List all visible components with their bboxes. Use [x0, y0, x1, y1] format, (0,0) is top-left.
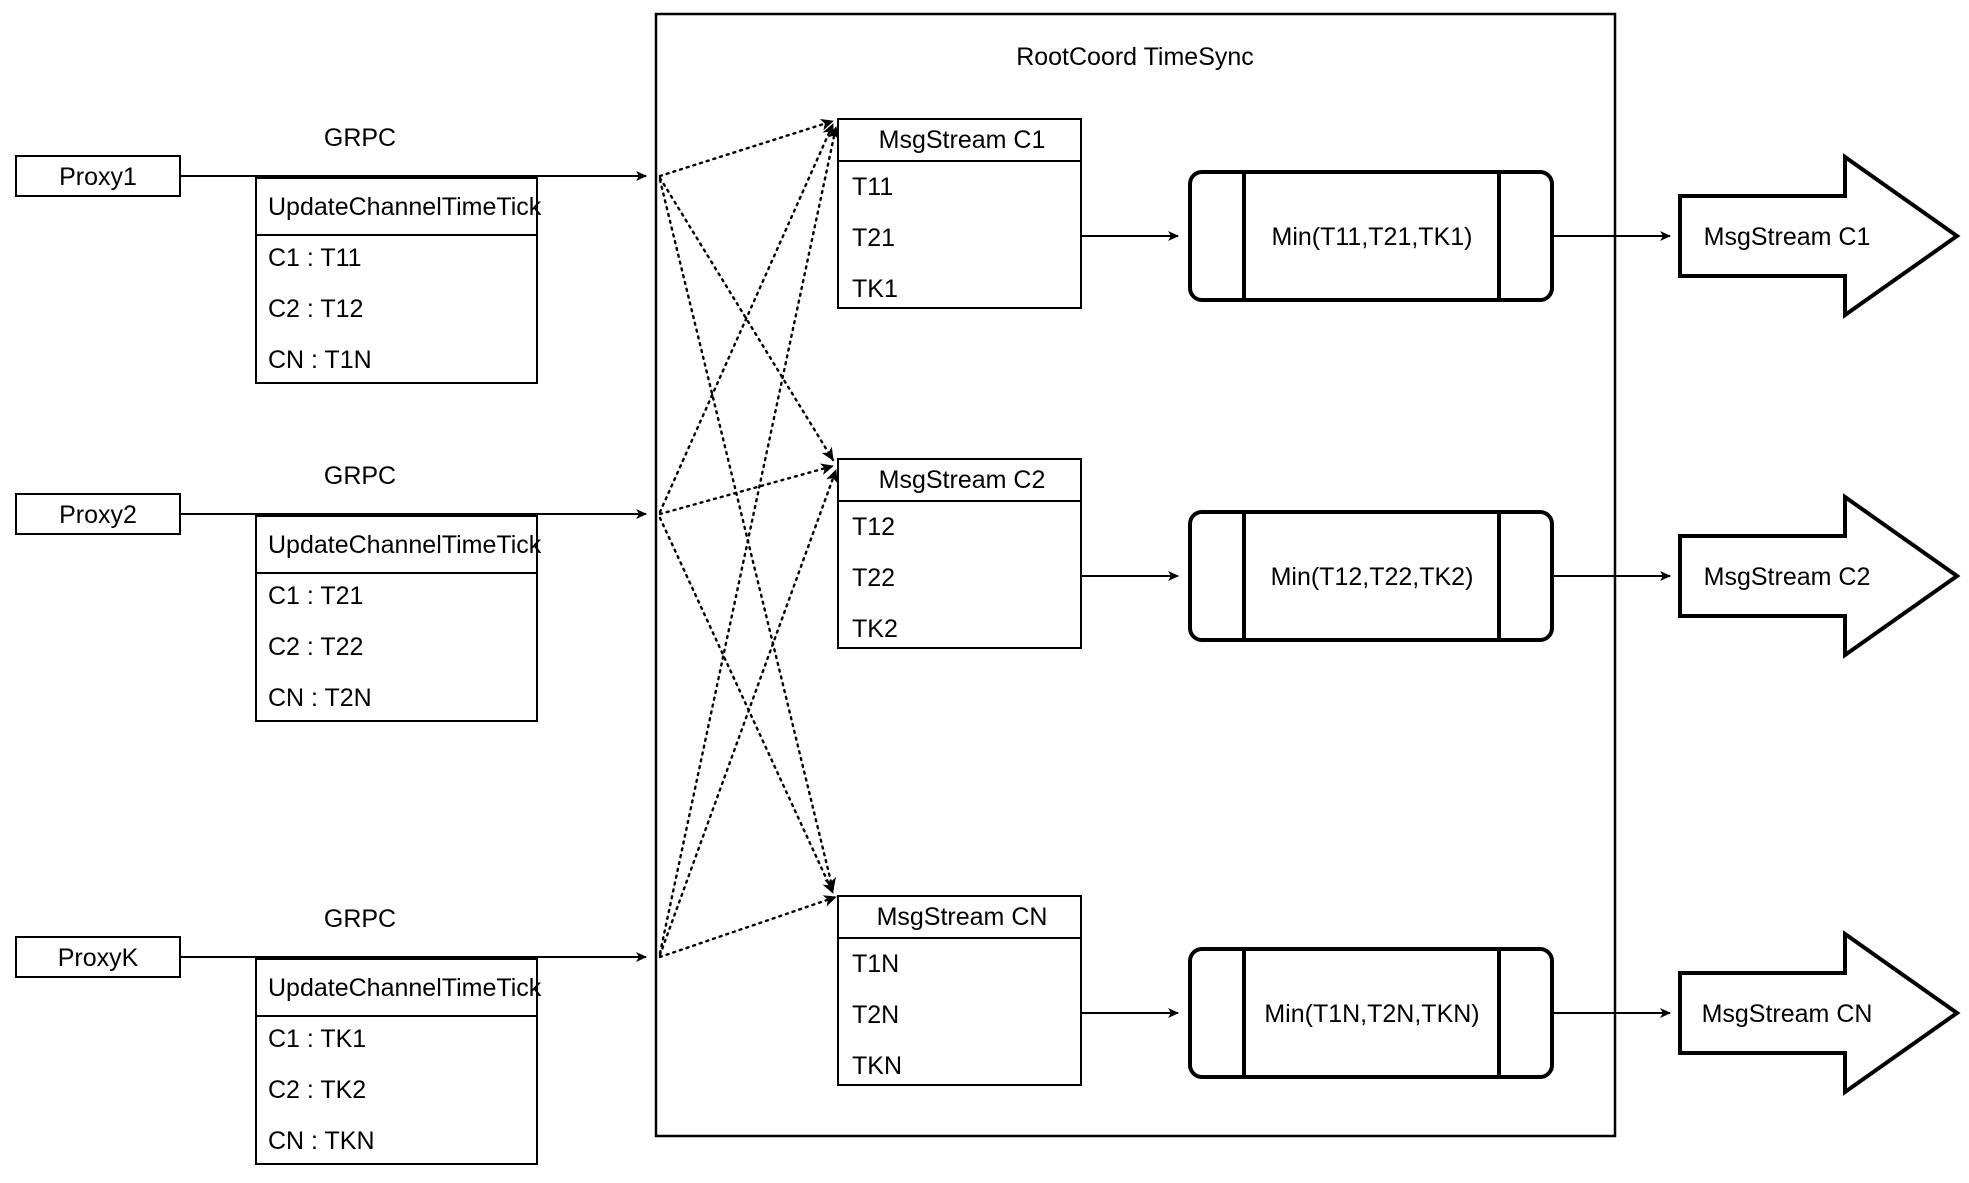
proxy-node-2[interactable]: Proxy2 — [15, 493, 181, 535]
msgstream-table-2-box — [837, 458, 1082, 649]
output-msgstream-arrow-1: MsgStream C1 — [1678, 153, 1961, 319]
proxy-node-2-label: Proxy2 — [59, 501, 137, 529]
fanout-link-p2-c1 — [658, 122, 835, 514]
output-msgstream-arrow-1-shape — [1678, 153, 1961, 319]
update-channel-timetick-table-3-row-0: C1 : TK1 — [268, 1025, 366, 1053]
fanout-link-p1-c1 — [658, 118, 835, 178]
fanout-link-p3-c1 — [658, 125, 840, 955]
output-msgstream-arrow-1-label: MsgStream C1 — [1704, 223, 1871, 251]
update-channel-timetick-table-2: UpdateChannelTimeTick C1 : T21 C2 : T22 … — [255, 515, 542, 722]
update-channel-timetick-table-3-row-2: CN : TKN — [268, 1127, 375, 1155]
channel-group-3: MsgStream CN T1N T2N TKN Min(T1N,T2N,TKN… — [837, 895, 1961, 1096]
msgstream-table-1-tick-0: T11 — [852, 173, 893, 201]
proxy-row-2: Proxy2 GRPC UpdateChannelTimeTick C1 : T… — [15, 462, 647, 722]
update-channel-timetick-table-2-box — [255, 515, 538, 722]
msgstream-table-2: MsgStream C2 T12 T22 TK2 — [837, 458, 1082, 649]
output-msgstream-arrow-2-shape — [1678, 493, 1961, 659]
update-channel-timetick-table-3-row-1: C2 : TK2 — [268, 1076, 366, 1104]
msgstream-table-3-title: MsgStream CN — [877, 903, 1048, 931]
fanout-link-p1-cn — [658, 178, 836, 892]
msgstream-table-3-tick-0: T1N — [852, 950, 899, 978]
msgstream-table-1-box — [837, 118, 1082, 309]
fanout-link-p2-cn — [658, 516, 835, 895]
grpc-label-1: GRPC — [324, 124, 396, 152]
msgstream-table-1: MsgStream C1 T11 T21 TK1 — [837, 118, 1082, 309]
output-msgstream-arrow-3: MsgStream CN — [1678, 930, 1961, 1096]
fanout-link-p2-c2 — [658, 463, 835, 516]
proxy-node-2-box — [15, 493, 181, 535]
update-channel-timetick-table-2-row-1: C2 : T22 — [268, 633, 363, 661]
min-process-2: Min(T12,T22,TK2) — [1188, 510, 1554, 642]
msgstream-table-3-tick-2: TKN — [852, 1052, 902, 1080]
min-process-1: Min(T11,T21,TK1) — [1188, 170, 1554, 302]
update-channel-timetick-table-2-title: UpdateChannelTimeTick — [268, 531, 542, 559]
min-process-3-expression: Min(T1N,T2N,TKN) — [1264, 1000, 1479, 1028]
update-channel-timetick-table-1-row-2: CN : T1N — [268, 346, 372, 374]
msgstream-table-2-tick-0: T12 — [852, 513, 895, 541]
msgstream-table-1-tick-2: TK1 — [852, 275, 898, 303]
update-channel-timetick-table-1-row-1: C2 : T12 — [268, 295, 363, 323]
update-channel-timetick-table-1: UpdateChannelTimeTick C1 : T11 C2 : T12 … — [255, 177, 542, 384]
fanout-link-p3-c2 — [658, 468, 838, 957]
msgstream-table-1-tick-1: T21 — [852, 224, 895, 252]
proxy-row-1: Proxy1 GRPC UpdateChannelTimeTick C1 : T… — [15, 124, 647, 384]
msgstream-table-2-tick-2: TK2 — [852, 615, 898, 643]
grpc-label-3: GRPC — [324, 905, 396, 933]
proxy-node-1-label: Proxy1 — [59, 163, 137, 191]
output-msgstream-arrow-3-shape — [1678, 930, 1961, 1096]
min-process-3: Min(T1N,T2N,TKN) — [1188, 947, 1554, 1079]
grpc-label-2: GRPC — [324, 462, 396, 490]
proxy-node-1[interactable]: Proxy1 — [15, 155, 181, 197]
rootcoord-timesync-title: RootCoord TimeSync — [1016, 43, 1254, 71]
update-channel-timetick-table-3-box — [255, 958, 538, 1165]
proxy-node-3-label: ProxyK — [58, 944, 139, 972]
output-msgstream-arrow-2-label: MsgStream C2 — [1704, 563, 1871, 591]
fanout-link-p3-cn — [658, 895, 838, 959]
timetick-fanout-links — [658, 118, 840, 959]
msgstream-table-3-box — [837, 895, 1082, 1086]
update-channel-timetick-table-2-row-0: C1 : T21 — [268, 582, 363, 610]
proxy-node-3[interactable]: ProxyK — [15, 936, 181, 978]
update-channel-timetick-table-1-box — [255, 177, 538, 384]
output-msgstream-arrow-2: MsgStream C2 — [1678, 493, 1961, 659]
channel-group-2: MsgStream C2 T12 T22 TK2 Min(T12,T22,TK2… — [837, 458, 1961, 659]
msgstream-table-1-title: MsgStream C1 — [879, 126, 1046, 154]
msgstream-table-2-tick-1: T22 — [852, 564, 895, 592]
update-channel-timetick-table-3-title: UpdateChannelTimeTick — [268, 974, 542, 1002]
proxy-node-3-box — [15, 936, 181, 978]
proxy-row-3: ProxyK GRPC UpdateChannelTimeTick C1 : T… — [15, 905, 647, 1165]
msgstream-table-3-tick-1: T2N — [852, 1001, 899, 1029]
update-channel-timetick-table-1-row-0: C1 : T11 — [268, 244, 362, 272]
channel-group-1: MsgStream C1 T11 T21 TK1 Min(T11,T21,TK1… — [837, 118, 1961, 319]
fanout-link-p1-c2 — [658, 176, 835, 462]
update-channel-timetick-table-2-row-2: CN : T2N — [268, 684, 372, 712]
msgstream-table-3: MsgStream CN T1N T2N TKN — [837, 895, 1082, 1086]
update-channel-timetick-table-3: UpdateChannelTimeTick C1 : TK1 C2 : TK2 … — [255, 958, 542, 1165]
update-channel-timetick-table-1-title: UpdateChannelTimeTick — [268, 193, 542, 221]
min-process-2-expression: Min(T12,T22,TK2) — [1271, 563, 1474, 591]
min-process-1-expression: Min(T11,T21,TK1) — [1272, 223, 1473, 251]
msgstream-table-2-title: MsgStream C2 — [879, 466, 1046, 494]
proxy-node-1-box — [15, 155, 181, 197]
output-msgstream-arrow-3-label: MsgStream CN — [1702, 1000, 1873, 1028]
